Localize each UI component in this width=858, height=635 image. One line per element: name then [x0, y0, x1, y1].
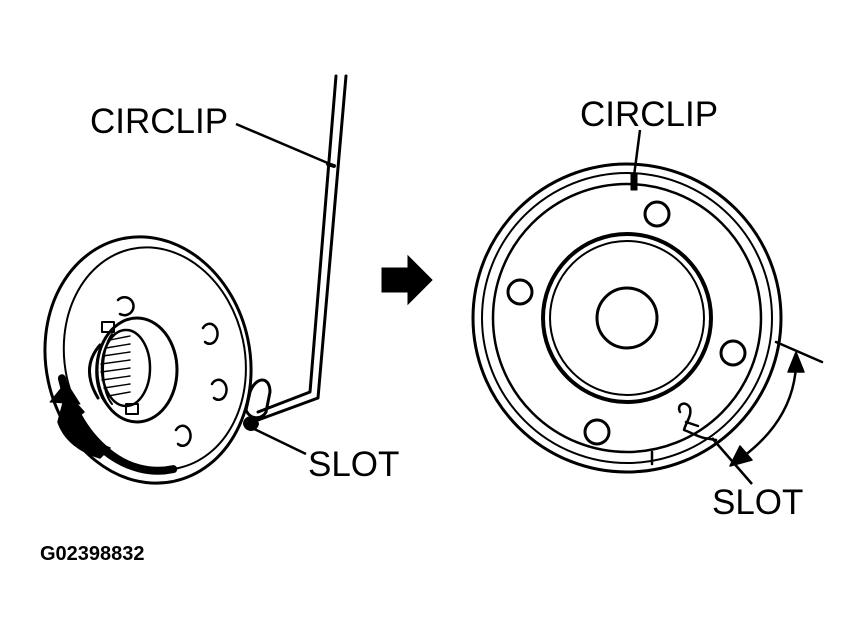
- slot-travel-arrow: [742, 364, 798, 458]
- circlip-ends: [650, 402, 718, 466]
- right-circlip-label: CIRCLIP: [580, 95, 718, 134]
- left-slot-label: SLOT: [308, 445, 399, 484]
- bolt-holes-right: [506, 200, 747, 446]
- clutch-plate-perspective: [43, 235, 253, 485]
- circlip-gap-marker: [630, 173, 638, 191]
- direction-arrow-icon: [381, 254, 433, 306]
- right-slot-label: SLOT: [712, 483, 803, 522]
- left-circlip-label: CIRCLIP: [90, 102, 228, 141]
- right-leaders: [632, 129, 753, 485]
- rotation-arrow: [57, 391, 111, 459]
- prying-tool: [256, 74, 348, 422]
- threaded-hub: [88, 316, 179, 424]
- bolt-holes-left: [116, 295, 228, 447]
- left-leaders: [235, 122, 331, 456]
- clutch-plate-front: [471, 162, 783, 474]
- left-illustration: [43, 74, 348, 485]
- right-illustration: [471, 162, 824, 474]
- figure-id: G02398832: [40, 543, 145, 565]
